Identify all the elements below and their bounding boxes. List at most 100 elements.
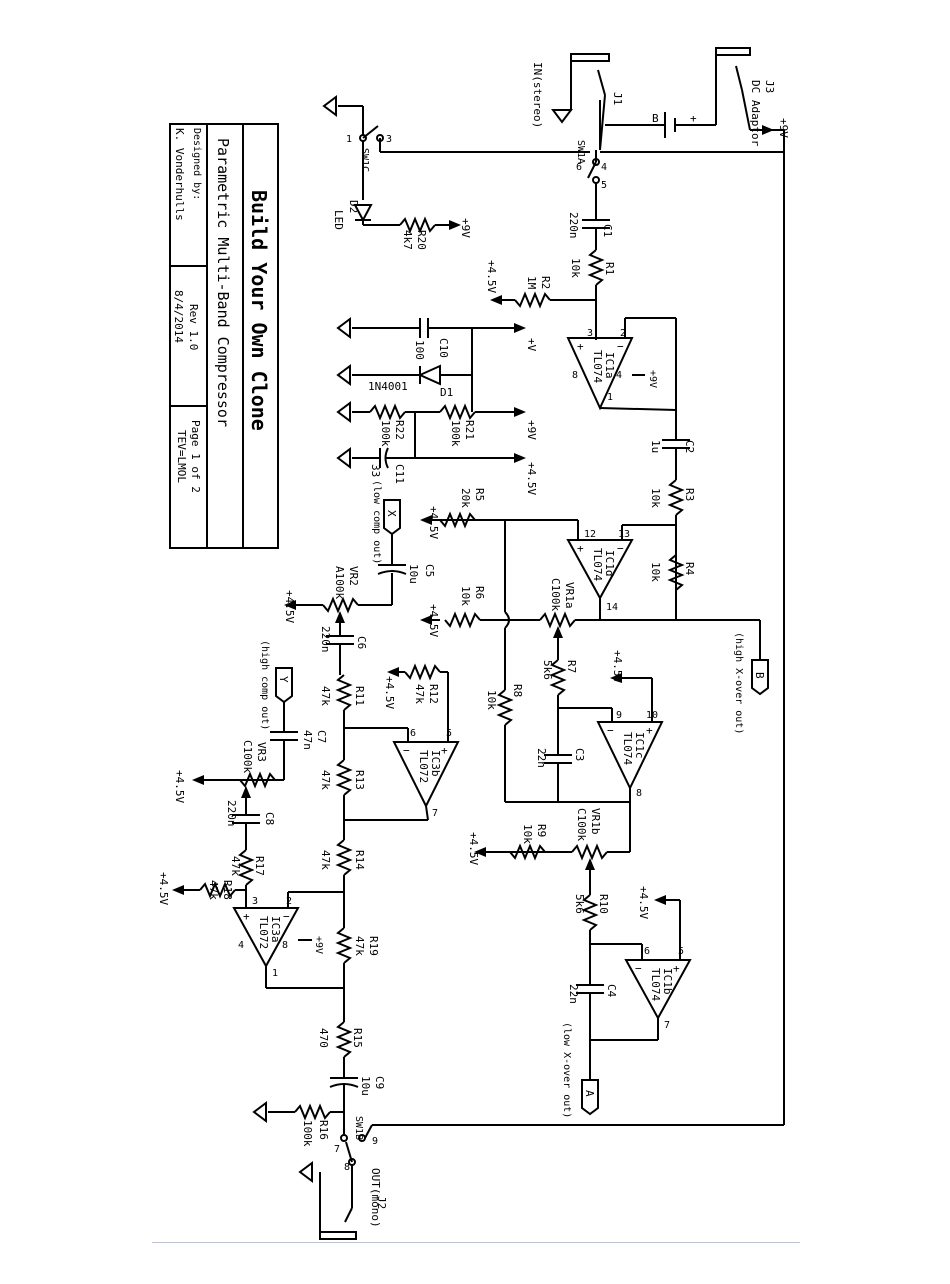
svg-text:5: 5: [446, 728, 452, 739]
svg-text:TL072: TL072: [417, 750, 430, 783]
svg-text:9: 9: [616, 710, 622, 721]
svg-text:+4.5V: +4.5V: [637, 886, 650, 919]
low-band-filter: R9 10k +4.5V VR1b C100k R10 5k6 C4 22n −…: [467, 808, 692, 1118]
svg-text:470: 470: [317, 1028, 330, 1048]
svg-text:IC1a: IC1a: [603, 352, 616, 379]
input-network: C1 220n R1 10k R2 1M +4.5V: [485, 183, 616, 340]
tev-label: TEV=LMOL: [175, 430, 188, 483]
svg-text:TL074: TL074: [649, 968, 662, 1001]
svg-text:R9: R9: [535, 824, 548, 837]
svg-text:C100k: C100k: [241, 740, 254, 773]
svg-text:+4.5V: +4.5V: [383, 676, 396, 709]
svg-text:+4.5V: +4.5V: [611, 650, 624, 683]
svg-text:+4.5V: +4.5V: [467, 832, 480, 865]
svg-text:1M: 1M: [525, 276, 538, 290]
svg-text:2: 2: [620, 328, 626, 339]
svg-text:C5: C5: [423, 564, 436, 577]
svg-text:5: 5: [678, 946, 684, 957]
svg-text:C11: C11: [393, 464, 406, 484]
svg-text:47k: 47k: [207, 880, 220, 900]
svg-text:4k7: 4k7: [401, 230, 414, 250]
svg-text:33: 33: [369, 464, 382, 477]
mid-band-filter: R7 5k6 C3 22n R8 10k − + IC1c TL074 9 10…: [485, 650, 664, 852]
c2-r3: C2 1u R3 10k: [649, 439, 696, 620]
svg-text:IC1c: IC1c: [633, 732, 646, 759]
input-jack-j1: J1 IN(stereo): [531, 53, 624, 151]
svg-text:8: 8: [344, 1162, 350, 1173]
svg-text:+4.5V: +4.5V: [485, 260, 498, 293]
svg-text:10u: 10u: [359, 1076, 372, 1096]
svg-text:(high comp out): (high comp out): [259, 640, 270, 730]
svg-text:8: 8: [282, 940, 288, 951]
svg-text:5k6: 5k6: [573, 894, 586, 914]
svg-text:R2: R2: [539, 276, 552, 289]
designed-by-label: Designed by:: [191, 128, 202, 200]
svg-text:47k: 47k: [353, 936, 366, 956]
revision: Rev 1.0: [187, 304, 200, 350]
designer-name: K. Vonderhulls: [173, 128, 186, 221]
svg-text:+9V: +9V: [313, 936, 324, 954]
date: 8/4/2014: [172, 290, 185, 343]
svg-text:47k: 47k: [319, 850, 332, 870]
svg-text:R13: R13: [353, 770, 366, 790]
high-comp-input: X C5 10u +4.5V VR2 A100k C6 220n: [283, 499, 436, 675]
svg-text:100k: 100k: [301, 1120, 314, 1147]
svg-text:1N4001: 1N4001: [368, 380, 408, 393]
svg-text:R12: R12: [427, 684, 440, 704]
svg-text:47k: 47k: [229, 856, 242, 876]
svg-text:8: 8: [572, 370, 578, 381]
schematic-subtitle: Parametric Multi-Band Compressor: [214, 138, 232, 427]
svg-text:LED: LED: [332, 210, 345, 230]
svg-text:20k: 20k: [459, 488, 472, 508]
svg-text:22n: 22n: [535, 748, 548, 768]
svg-text:R17: R17: [253, 856, 266, 876]
svg-text:R21: R21: [463, 420, 476, 440]
svg-text:47k: 47k: [413, 684, 426, 704]
svg-text:C10: C10: [437, 338, 450, 358]
svg-text:22n: 22n: [567, 984, 580, 1004]
svg-text:(high X-over out): (high X-over out): [733, 632, 744, 734]
svg-text:IC3b: IC3b: [429, 750, 442, 777]
svg-text:100k: 100k: [449, 420, 462, 447]
svg-text:220n: 220n: [225, 800, 238, 827]
svg-text:4: 4: [238, 940, 244, 951]
svg-text:(low comp out): (low comp out): [371, 480, 382, 564]
svg-text:VR3: VR3: [255, 742, 268, 762]
svg-text:+4.5V: +4.5V: [427, 604, 440, 637]
svg-text:12: 12: [584, 529, 596, 540]
opamp-ic1a: + − IC1a TL074 3 2 1 8 4 +9V: [566, 317, 677, 440]
svg-text:A: A: [583, 1090, 596, 1097]
svg-text:1u: 1u: [649, 440, 662, 453]
svg-text:+: +: [577, 542, 584, 555]
svg-text:R5: R5: [473, 488, 486, 501]
footswitch-sw1: SW1A 4 5 6 SW1C 1 3: [323, 96, 784, 200]
title-block: Build Your Own Clone Parametric Multi-Ba…: [169, 123, 279, 549]
svg-text:6: 6: [576, 162, 582, 173]
svg-text:+4.5V: +4.5V: [173, 770, 186, 803]
svg-text:+9V: +9V: [777, 118, 790, 138]
svg-text:−: −: [617, 542, 624, 555]
svg-text:47k: 47k: [319, 770, 332, 790]
svg-text:R6: R6: [473, 586, 486, 599]
svg-text:10k: 10k: [569, 258, 582, 278]
svg-text:−: −: [617, 340, 624, 353]
svg-text:R3: R3: [683, 488, 696, 501]
svg-text:−: −: [403, 744, 410, 757]
svg-text:C1: C1: [601, 224, 614, 237]
svg-text:R20: R20: [415, 230, 428, 250]
svg-text:8: 8: [636, 788, 642, 799]
svg-text:VR2: VR2: [347, 566, 360, 586]
svg-text:+: +: [646, 724, 653, 737]
power-supply: C10 100 +V 1N4001 D1 +9V R22 100k R21 10…: [337, 318, 538, 564]
opamp-ic1d: + − IC1d TL074 12 13 14 R5 20k +4.5V R4 …: [420, 488, 696, 620]
svg-text:+9V: +9V: [459, 218, 472, 238]
svg-text:C7: C7: [315, 730, 328, 743]
svg-text:C8: C8: [263, 812, 276, 825]
svg-text:−: −: [607, 724, 614, 737]
svg-text:+V: +V: [525, 338, 538, 352]
svg-text:B: B: [753, 672, 766, 679]
svg-text:C100k: C100k: [549, 578, 562, 611]
led-d2: D2 LED R20 4k7 +9V: [332, 200, 472, 250]
svg-text:R7: R7: [565, 660, 578, 673]
svg-text:+4.5V: +4.5V: [427, 506, 440, 539]
